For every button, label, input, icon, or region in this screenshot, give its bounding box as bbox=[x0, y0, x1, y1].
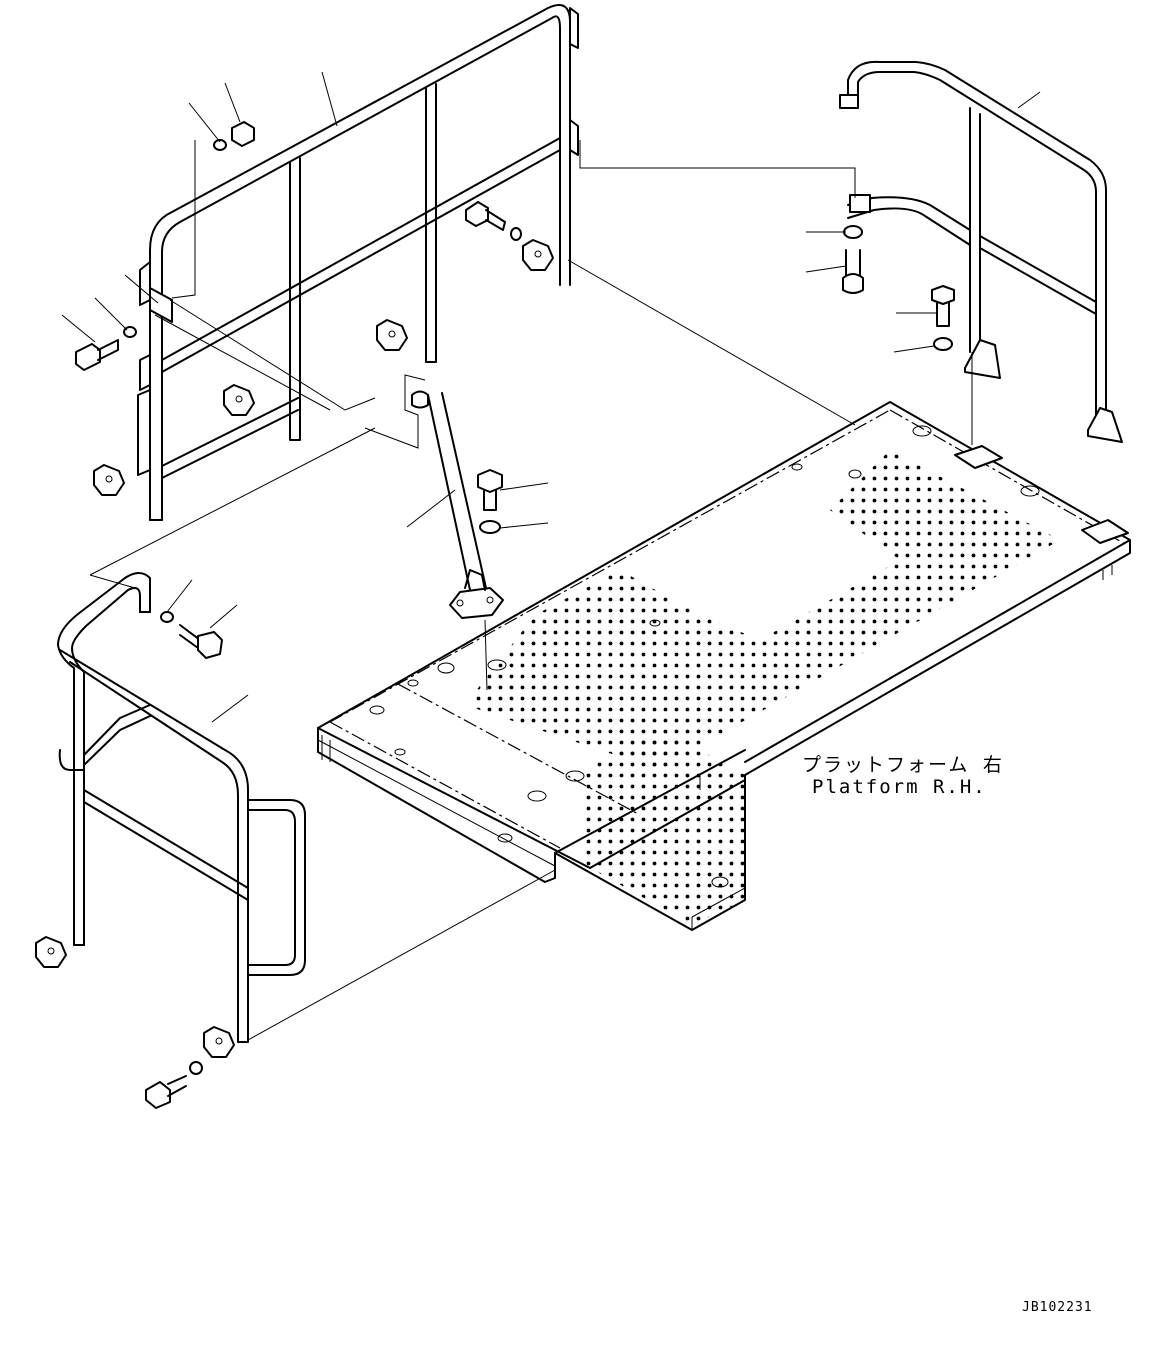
handrail-right bbox=[839, 60, 1123, 443]
leader-lines bbox=[61, 71, 1041, 723]
clamp-parts bbox=[35, 239, 554, 1058]
handrail-front bbox=[57, 572, 306, 1043]
part-label-japanese: プラットフォーム 右 bbox=[802, 754, 1004, 776]
brace-stay bbox=[411, 390, 504, 619]
platform-rh bbox=[317, 401, 1131, 931]
drawing-code: JB102231 bbox=[1022, 1300, 1093, 1315]
part-label-english: Platform R.H. bbox=[812, 776, 987, 798]
handrail-left-long bbox=[137, 4, 579, 521]
fasteners bbox=[75, 121, 955, 1109]
connection-lines bbox=[89, 140, 973, 1041]
